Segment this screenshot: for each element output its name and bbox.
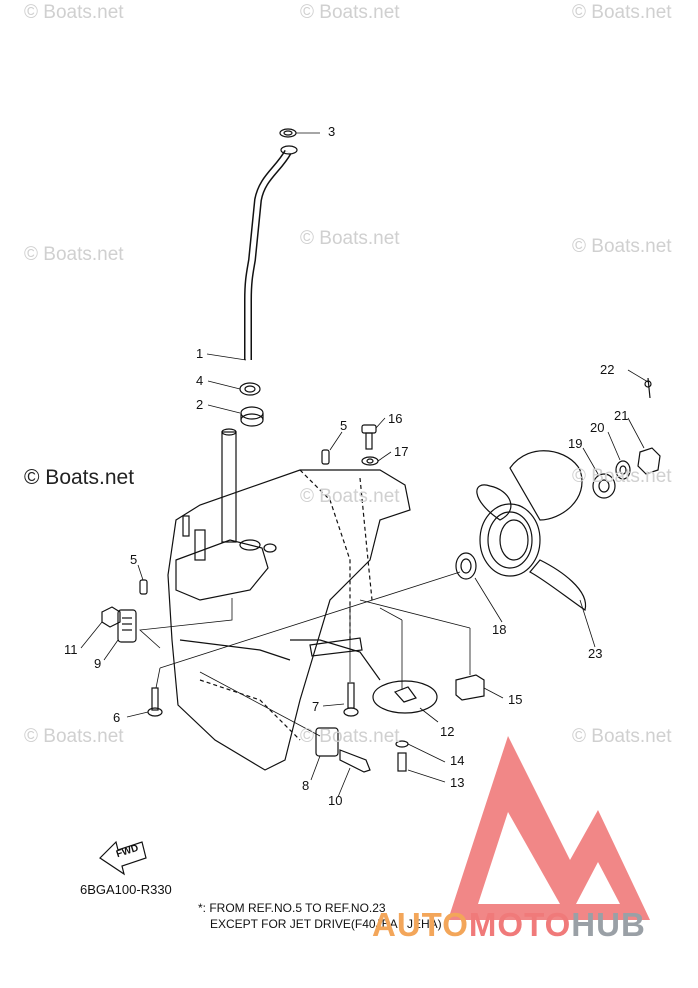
- callout-19: 19: [568, 436, 583, 451]
- watermark: © Boats.net: [24, 2, 124, 23]
- watermark: © Boats.net: [300, 726, 400, 747]
- callout-18: 18: [492, 622, 507, 637]
- fwd-arrow-icon: [99, 840, 147, 876]
- callout-23: 23: [588, 646, 603, 661]
- pin-5a: [321, 449, 330, 465]
- anode-15: [455, 674, 485, 701]
- drive-shaft: [221, 431, 237, 543]
- brand-wordmark: AUTOMOTOHUB: [372, 906, 646, 944]
- bolt-6: [151, 687, 159, 711]
- bolt-10: [339, 749, 371, 773]
- callout-8: 8: [302, 778, 310, 793]
- washer-17: [361, 456, 379, 466]
- anode-12: [372, 680, 438, 714]
- brand-part-2: MOTO: [468, 906, 572, 943]
- bolt-13: [397, 752, 407, 772]
- callout-15: 15: [508, 692, 523, 707]
- callout-1: 1: [196, 346, 204, 361]
- callout-14: 14: [450, 753, 465, 768]
- grommet-4: [239, 382, 261, 396]
- grommet-3: [279, 128, 297, 138]
- seal-18: [455, 552, 477, 580]
- diagram-code: 6BGA100-R330: [80, 882, 172, 897]
- bolt-7: [347, 682, 355, 709]
- grid-9: [117, 609, 137, 643]
- callout-9: 9: [94, 656, 102, 671]
- callout-20: 20: [590, 420, 605, 435]
- watermark: © Boats.net: [572, 726, 672, 747]
- brand-logo-icon: [448, 736, 650, 920]
- watermark: © Boats.net: [24, 244, 124, 265]
- bolt-16: [361, 424, 377, 434]
- watermark: © Boats.net: [300, 486, 400, 507]
- plate-8: [315, 727, 339, 757]
- callout-11: 11: [64, 642, 78, 657]
- callout-5: 5: [340, 418, 348, 433]
- callout-16: 16: [388, 411, 403, 426]
- nut-11: [101, 606, 121, 628]
- callout-7: 7: [312, 699, 320, 714]
- callout-5: 5: [130, 552, 138, 567]
- watermark: © Boats.net: [572, 2, 672, 23]
- watermark: © Boats.net: [24, 466, 135, 489]
- callout-3: 3: [328, 124, 336, 139]
- brand-part-1: AUTO: [372, 906, 469, 943]
- footnote-line-1: *: FROM REF.NO.5 TO REF.NO.23: [198, 901, 386, 915]
- callout-2: 2: [196, 397, 204, 412]
- watermark: © Boats.net: [24, 726, 124, 747]
- callout-21: 21: [614, 408, 629, 423]
- callout-17: 17: [394, 444, 409, 459]
- pin-5b: [139, 579, 148, 595]
- washer-20: [615, 460, 631, 480]
- lower-casing: [167, 469, 411, 771]
- watermark: © Boats.net: [300, 2, 400, 23]
- footnote-line-2: EXCEPT FOR JET DRIVE(F40JEA / JEHA): [210, 917, 442, 931]
- watermark: © Boats.net: [572, 236, 672, 257]
- callout-13: 13: [450, 775, 465, 790]
- callout-6: 6: [113, 710, 121, 725]
- brand-part-3: HUB: [571, 906, 646, 943]
- bushing-19: [592, 473, 616, 499]
- callout-10: 10: [328, 793, 343, 808]
- grommet-2: [240, 406, 264, 420]
- nut-21: [637, 447, 661, 475]
- callout-12: 12: [440, 724, 455, 739]
- watermark: © Boats.net: [300, 228, 400, 249]
- propeller-23: [476, 450, 587, 611]
- watermark: © Boats.net: [572, 466, 672, 487]
- callout-22: 22: [600, 362, 615, 377]
- callout-4: 4: [196, 373, 204, 388]
